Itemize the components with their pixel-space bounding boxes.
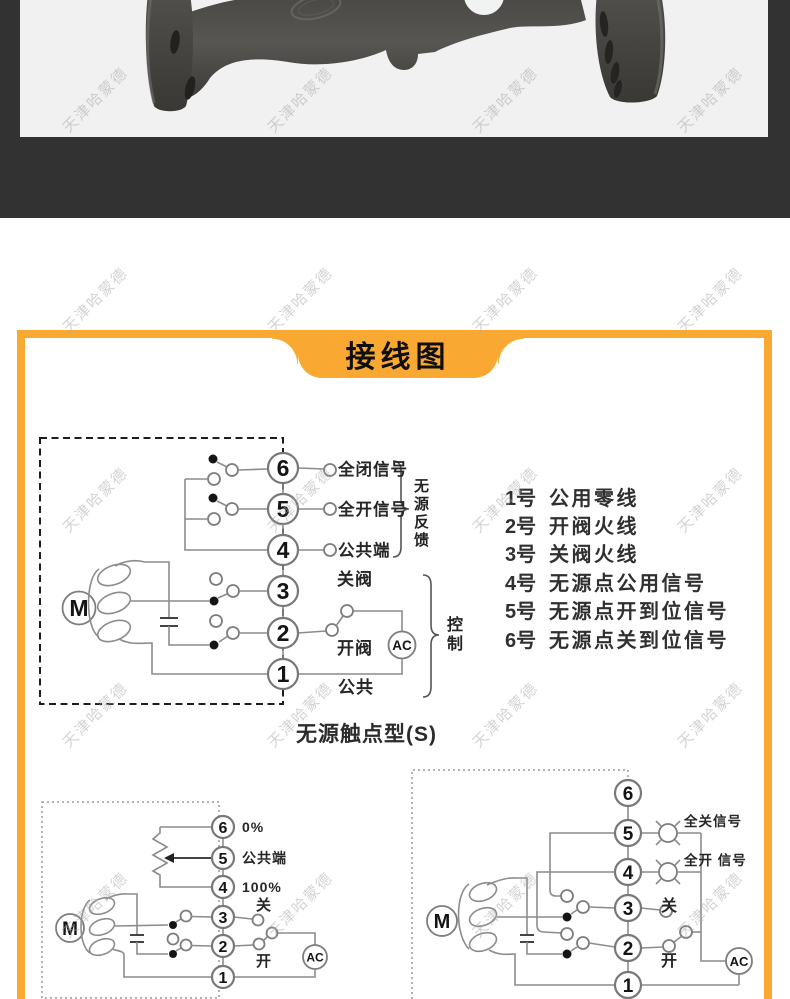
svg-text:2: 2: [623, 939, 634, 960]
terminal-description: 无源点关到位信号: [549, 629, 729, 652]
banner-fillet-right: [498, 338, 524, 364]
svg-text:1: 1: [623, 976, 634, 997]
flanged-valve-illustration: [145, 0, 666, 112]
label-t5: 全开信号: [337, 499, 408, 519]
label-close: 关: [256, 896, 272, 914]
terminal-description: 无源点公用信号: [549, 572, 707, 595]
terminal-stack-pot: 6 5 4 3 2 1: [210, 814, 236, 990]
label-close: 关: [661, 896, 678, 915]
ac-label: AC: [392, 638, 412, 653]
main-wiring-diagram: M: [35, 430, 465, 720]
label-open: 开: [256, 953, 272, 970]
lamp-wiring-diagram: AC M: [405, 765, 790, 999]
label-0pct: 0%: [242, 819, 264, 835]
terminal-stack-lamp: 6 5 4 3 2 1: [613, 778, 643, 999]
terminal-number: 6号: [505, 629, 537, 652]
label-100pct: 100%: [242, 879, 282, 895]
svg-text:6: 6: [277, 455, 290, 481]
svg-text:1: 1: [219, 970, 228, 987]
terminal-number: 1号: [505, 487, 537, 510]
banner-tab: [298, 338, 498, 378]
label-t6: 全闭信号: [337, 459, 408, 479]
terminal-list-item: 1号公用零线: [505, 482, 729, 510]
control-brace: [422, 574, 440, 698]
control-bracket-label: 控制: [444, 616, 461, 654]
terminal-number: 4号: [505, 572, 537, 595]
svg-text:1: 1: [277, 661, 290, 687]
svg-text:4: 4: [277, 537, 290, 563]
label-t1: 公共: [338, 678, 374, 697]
feedback-brace: [392, 460, 410, 558]
svg-text:2: 2: [219, 939, 228, 956]
terminal-list-item: 2号开阀火线: [505, 510, 729, 538]
terminal-list-item: 3号关阀火线: [505, 539, 729, 567]
feedback-bracket-label: 无源反馈: [412, 478, 429, 550]
terminal-description: 开阀火线: [549, 516, 639, 539]
lamp-close-signal: [641, 820, 701, 846]
motor-label: M: [62, 919, 78, 940]
ac-label: AC: [730, 954, 749, 969]
motor-label: M: [69, 595, 88, 621]
label-full-close-signal: 全关信号: [683, 813, 742, 829]
terminal-description: 公用零线: [549, 487, 639, 510]
terminal-number: 2号: [505, 516, 537, 539]
label-t2: 开阀: [337, 638, 373, 658]
svg-text:6: 6: [219, 820, 228, 837]
motor-label: M: [434, 911, 451, 933]
ac-label: AC: [306, 951, 324, 965]
photo-frame: [0, 0, 790, 218]
svg-text:3: 3: [277, 578, 290, 604]
terminal-list-item: 5号无源点开到位信号: [505, 596, 729, 624]
svg-text:3: 3: [623, 899, 634, 920]
terminal-number: 3号: [505, 544, 537, 567]
label-t3: 关阀: [337, 569, 373, 589]
product-photo: [20, 0, 768, 137]
label-t4: 公共端: [338, 540, 391, 560]
label-common: 公共端: [242, 850, 287, 866]
potentiometer-wiring-diagram: M: [40, 795, 350, 999]
banner-fillet-left: [272, 338, 298, 364]
terminal-list-item: 6号无源点关到位信号: [505, 624, 729, 652]
terminal-description: 关阀火线: [549, 544, 639, 567]
terminal-number: 5号: [505, 601, 537, 624]
svg-text:5: 5: [623, 824, 634, 845]
label-full-open-signal: 全开 信号: [683, 852, 747, 868]
svg-text:2: 2: [277, 620, 290, 646]
diagram-caption: 无源触点型(S): [296, 723, 437, 746]
svg-text:4: 4: [623, 863, 634, 884]
wiper-arrow: [164, 853, 174, 863]
svg-text:5: 5: [219, 851, 228, 868]
terminal-description: 无源点开到位信号: [549, 601, 729, 624]
svg-text:6: 6: [623, 784, 634, 805]
lamp-open-signal: [641, 859, 701, 885]
wiring-card: [17, 330, 772, 999]
banner-title: 接线图: [345, 341, 451, 374]
svg-text:3: 3: [219, 910, 228, 927]
terminal-stack-main: 6 5 4 3 2 1: [266, 451, 300, 691]
label-open: 开: [661, 952, 678, 970]
contact-dot: [208, 454, 218, 464]
svg-text:5: 5: [277, 496, 290, 522]
terminal-list-item: 4号无源点公用信号: [505, 567, 729, 595]
svg-text:4: 4: [219, 880, 228, 897]
